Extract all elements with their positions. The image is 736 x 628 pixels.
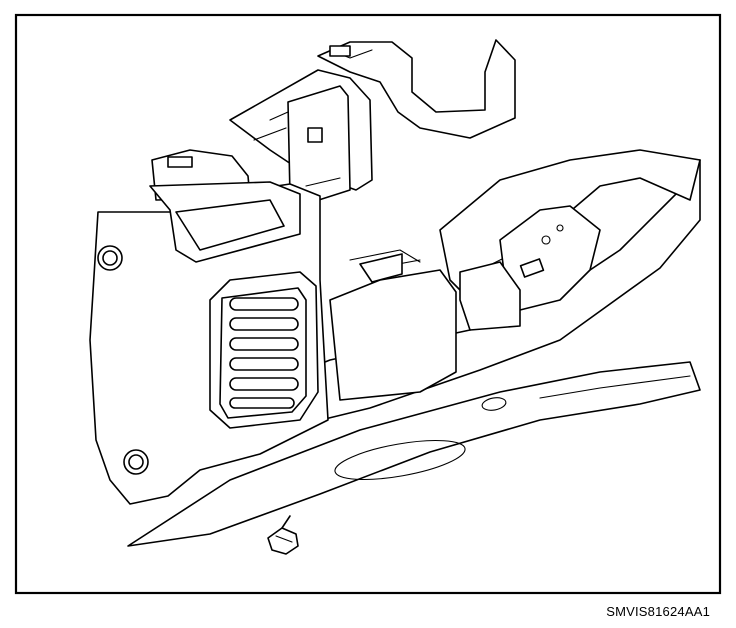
- figure-frame: [14, 13, 722, 595]
- lower-trim-rail: [127, 361, 701, 547]
- vent-louver: [229, 377, 299, 391]
- center-cavity: [329, 249, 457, 401]
- fastener-screw: [267, 515, 299, 555]
- vent-louver: [229, 297, 299, 311]
- vent-louver: [229, 397, 295, 409]
- mounting-hole-lower: [123, 449, 149, 475]
- upper-bracket: [317, 39, 516, 139]
- vent-louver: [229, 357, 299, 371]
- mounting-hole-upper: [97, 245, 123, 271]
- support-structure: [151, 69, 373, 207]
- figure-caption: SMVIS81624AA1: [606, 604, 710, 619]
- vent-louver: [229, 317, 299, 331]
- air-vent: [209, 271, 319, 429]
- vent-louver: [229, 337, 299, 351]
